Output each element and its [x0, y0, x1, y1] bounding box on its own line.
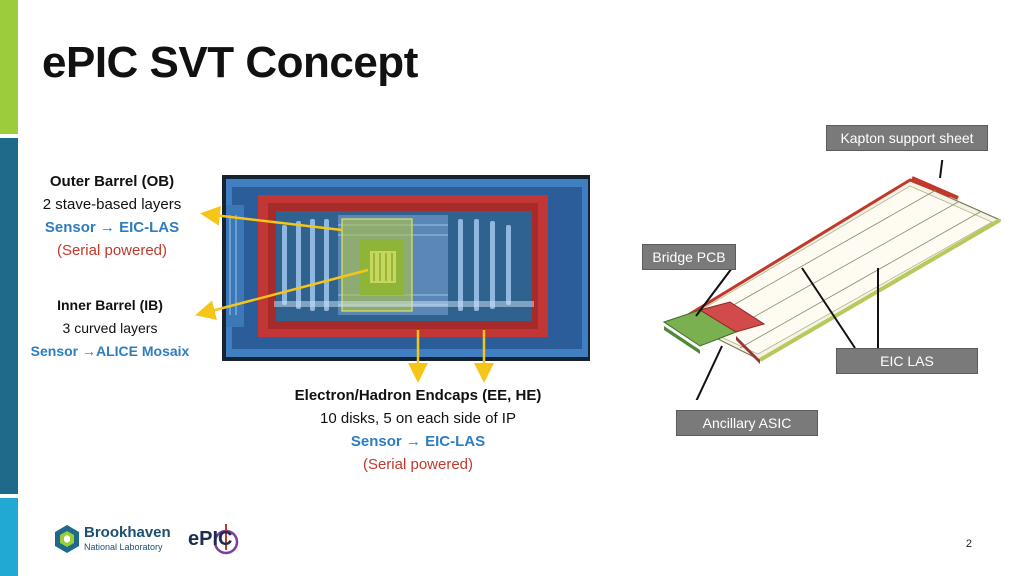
inner-barrel-label: Inner Barrel (IB) 3 curved layers Sensor… — [22, 294, 198, 363]
outer-barrel-label: Outer Barrel (OB) 2 stave-based layers S… — [22, 170, 202, 262]
kapton-support-label: Kapton support sheet — [826, 125, 988, 151]
inner-barrel-heading: Inner Barrel (IB) — [57, 297, 163, 313]
arrow-outer-barrel — [200, 205, 343, 232]
brookhaven-logo: Brookhaven National Laboratory — [54, 522, 174, 558]
inner-barrel-sensor: Sensor →ALICE Mosaix — [30, 343, 190, 359]
epic-logo: ePIC — [188, 520, 244, 560]
outer-barrel-heading: Outer Barrel (OB) — [49, 173, 175, 190]
inner-barrel-detail: 3 curved layers — [62, 320, 158, 336]
endcaps-power: (Serial powered) — [362, 456, 474, 473]
pointer-kapton — [939, 160, 944, 179]
bridge-pcb-label: Bridge PCB — [642, 244, 736, 270]
brookhaven-hexagon-icon — [55, 525, 79, 553]
eic-las-label: EIC LAS — [836, 348, 978, 374]
stave-diagram — [662, 160, 1002, 400]
sidebar-accent-teal — [0, 498, 18, 576]
pointer-bridge-pcb — [695, 267, 733, 317]
endcaps-heading: Electron/Hadron Endcaps (EE, HE) — [294, 387, 542, 404]
outer-barrel-power: (Serial powered) — [56, 242, 168, 259]
pointer-eic-las-1 — [801, 267, 856, 349]
outer-barrel-detail: 2 stave-based layers — [42, 196, 182, 213]
page-title: ePIC SVT Concept — [42, 38, 418, 87]
sidebar-accent-green — [0, 0, 18, 134]
epic-ring-icon — [213, 524, 239, 555]
outer-barrel-sensor: Sensor → EIC-LAS — [44, 219, 180, 236]
endcaps-detail: 10 disks, 5 on each side of IP — [320, 410, 516, 427]
pointer-ancillary-asic — [695, 345, 723, 400]
endcaps-label: Electron/Hadron Endcaps (EE, HE) 10 disk… — [268, 384, 568, 476]
arrow-inner-barrel — [195, 268, 369, 320]
sidebar-accent-blue — [0, 138, 18, 494]
svt-detector-image — [222, 175, 590, 361]
page-number: 2 — [965, 538, 972, 550]
endcaps-sensor: Sensor → EIC-LAS — [350, 433, 486, 450]
ancillary-asic-label: Ancillary ASIC — [676, 410, 818, 436]
